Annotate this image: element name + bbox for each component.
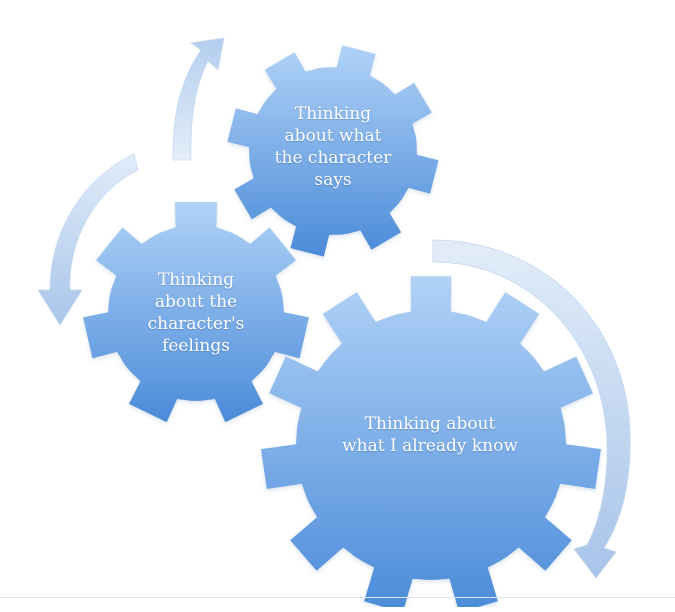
gear-bottom-label: Thinking about what I already know [330, 413, 530, 457]
gear-left-line-3: character's [147, 314, 245, 334]
gear-bottom-line-2: what I already know [342, 436, 518, 456]
bottom-divider [0, 597, 675, 598]
gear-top-shape [227, 45, 439, 257]
gear-top-line-3: the character [274, 148, 392, 168]
gear-bottom-shape [261, 276, 601, 612]
gear-left-line-4: feelings [162, 336, 230, 356]
gear-left-shape [83, 202, 309, 423]
gear-top-label: Thinking about what the character says [258, 103, 408, 191]
gear-left-line-1: Thinking [157, 270, 235, 290]
cycle-arrow-right [432, 239, 631, 579]
gear-top-line-4: says [314, 170, 352, 190]
cycle-arrow-left [37, 153, 139, 326]
gear-bottom-line-1: Thinking about [364, 414, 496, 434]
cycle-arrow-top [172, 37, 225, 161]
gear-left-label: Thinking about the character's feelings [121, 269, 271, 357]
gear-left-line-2: about the [154, 292, 238, 312]
gear-top-line-1: Thinking [294, 104, 372, 124]
gear-top-line-2: about what [284, 126, 382, 146]
